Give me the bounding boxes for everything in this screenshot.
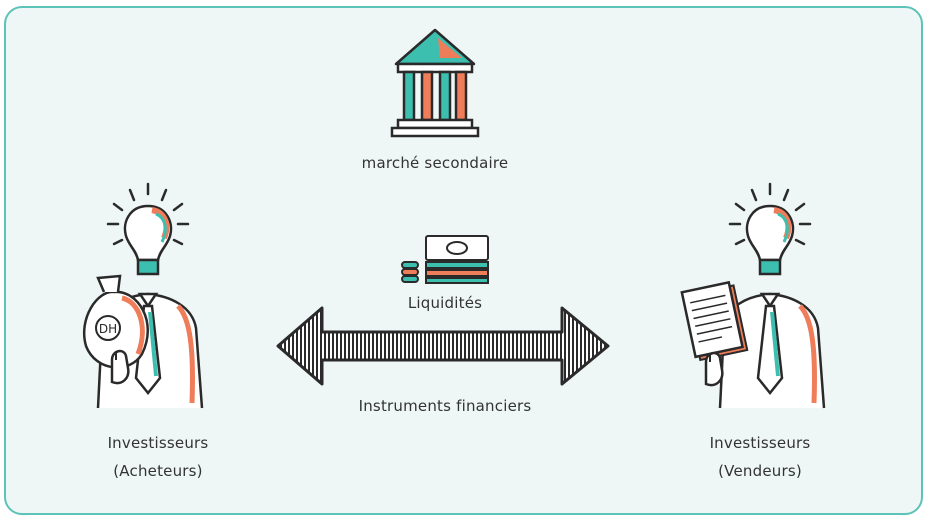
seller-investor-icon: [680, 182, 826, 409]
bank-building-icon: [390, 28, 480, 138]
money-stack-icon: [401, 235, 489, 284]
bag-currency-label: DH: [99, 322, 117, 336]
instruments-label: Instruments financiers: [358, 397, 532, 415]
market-label: marché secondaire: [361, 154, 509, 172]
liquidity-label: Liquidités: [407, 294, 483, 312]
buyers-label-line1: Investisseurs: [107, 434, 209, 452]
sellers-label-line2: (Vendeurs): [718, 462, 802, 480]
buyer-investor-icon: DH: [83, 182, 204, 409]
double-arrow-icon: [276, 306, 610, 386]
buyers-label-line2: (Acheteurs): [113, 462, 203, 480]
sellers-label-line1: Investisseurs: [709, 434, 811, 452]
